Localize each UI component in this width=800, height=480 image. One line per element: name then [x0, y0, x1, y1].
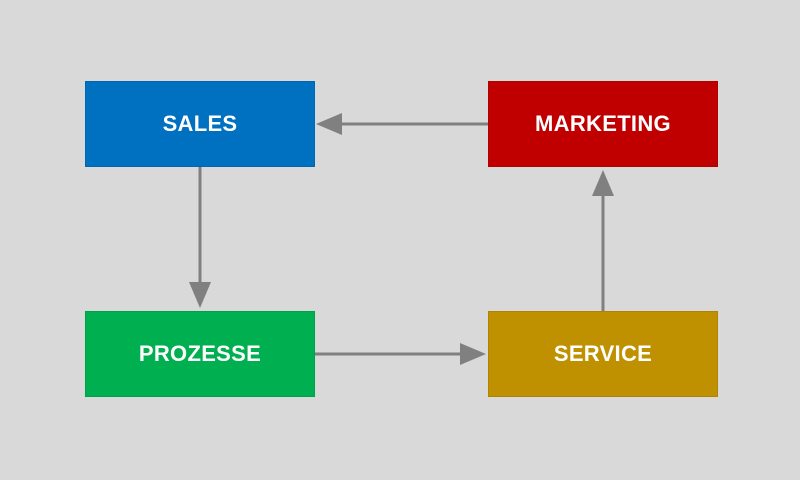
- arrow-prozesse-to-service: [315, 343, 486, 365]
- node-marketing: MARKETING: [488, 81, 718, 167]
- node-prozesse-label: PROZESSE: [138, 341, 262, 366]
- node-prozesse: PROZESSE: [85, 311, 315, 397]
- node-sales-label: SALES: [162, 111, 238, 136]
- node-marketing-label: MARKETING: [535, 111, 671, 136]
- node-service: SERVICE: [488, 311, 718, 397]
- arrow-marketing-to-sales: [316, 113, 488, 135]
- node-sales: SALES: [85, 81, 315, 167]
- arrow-service-to-marketing: [592, 170, 614, 311]
- arrow-sales-to-prozesse: [189, 167, 211, 308]
- node-service-label: SERVICE: [553, 341, 653, 366]
